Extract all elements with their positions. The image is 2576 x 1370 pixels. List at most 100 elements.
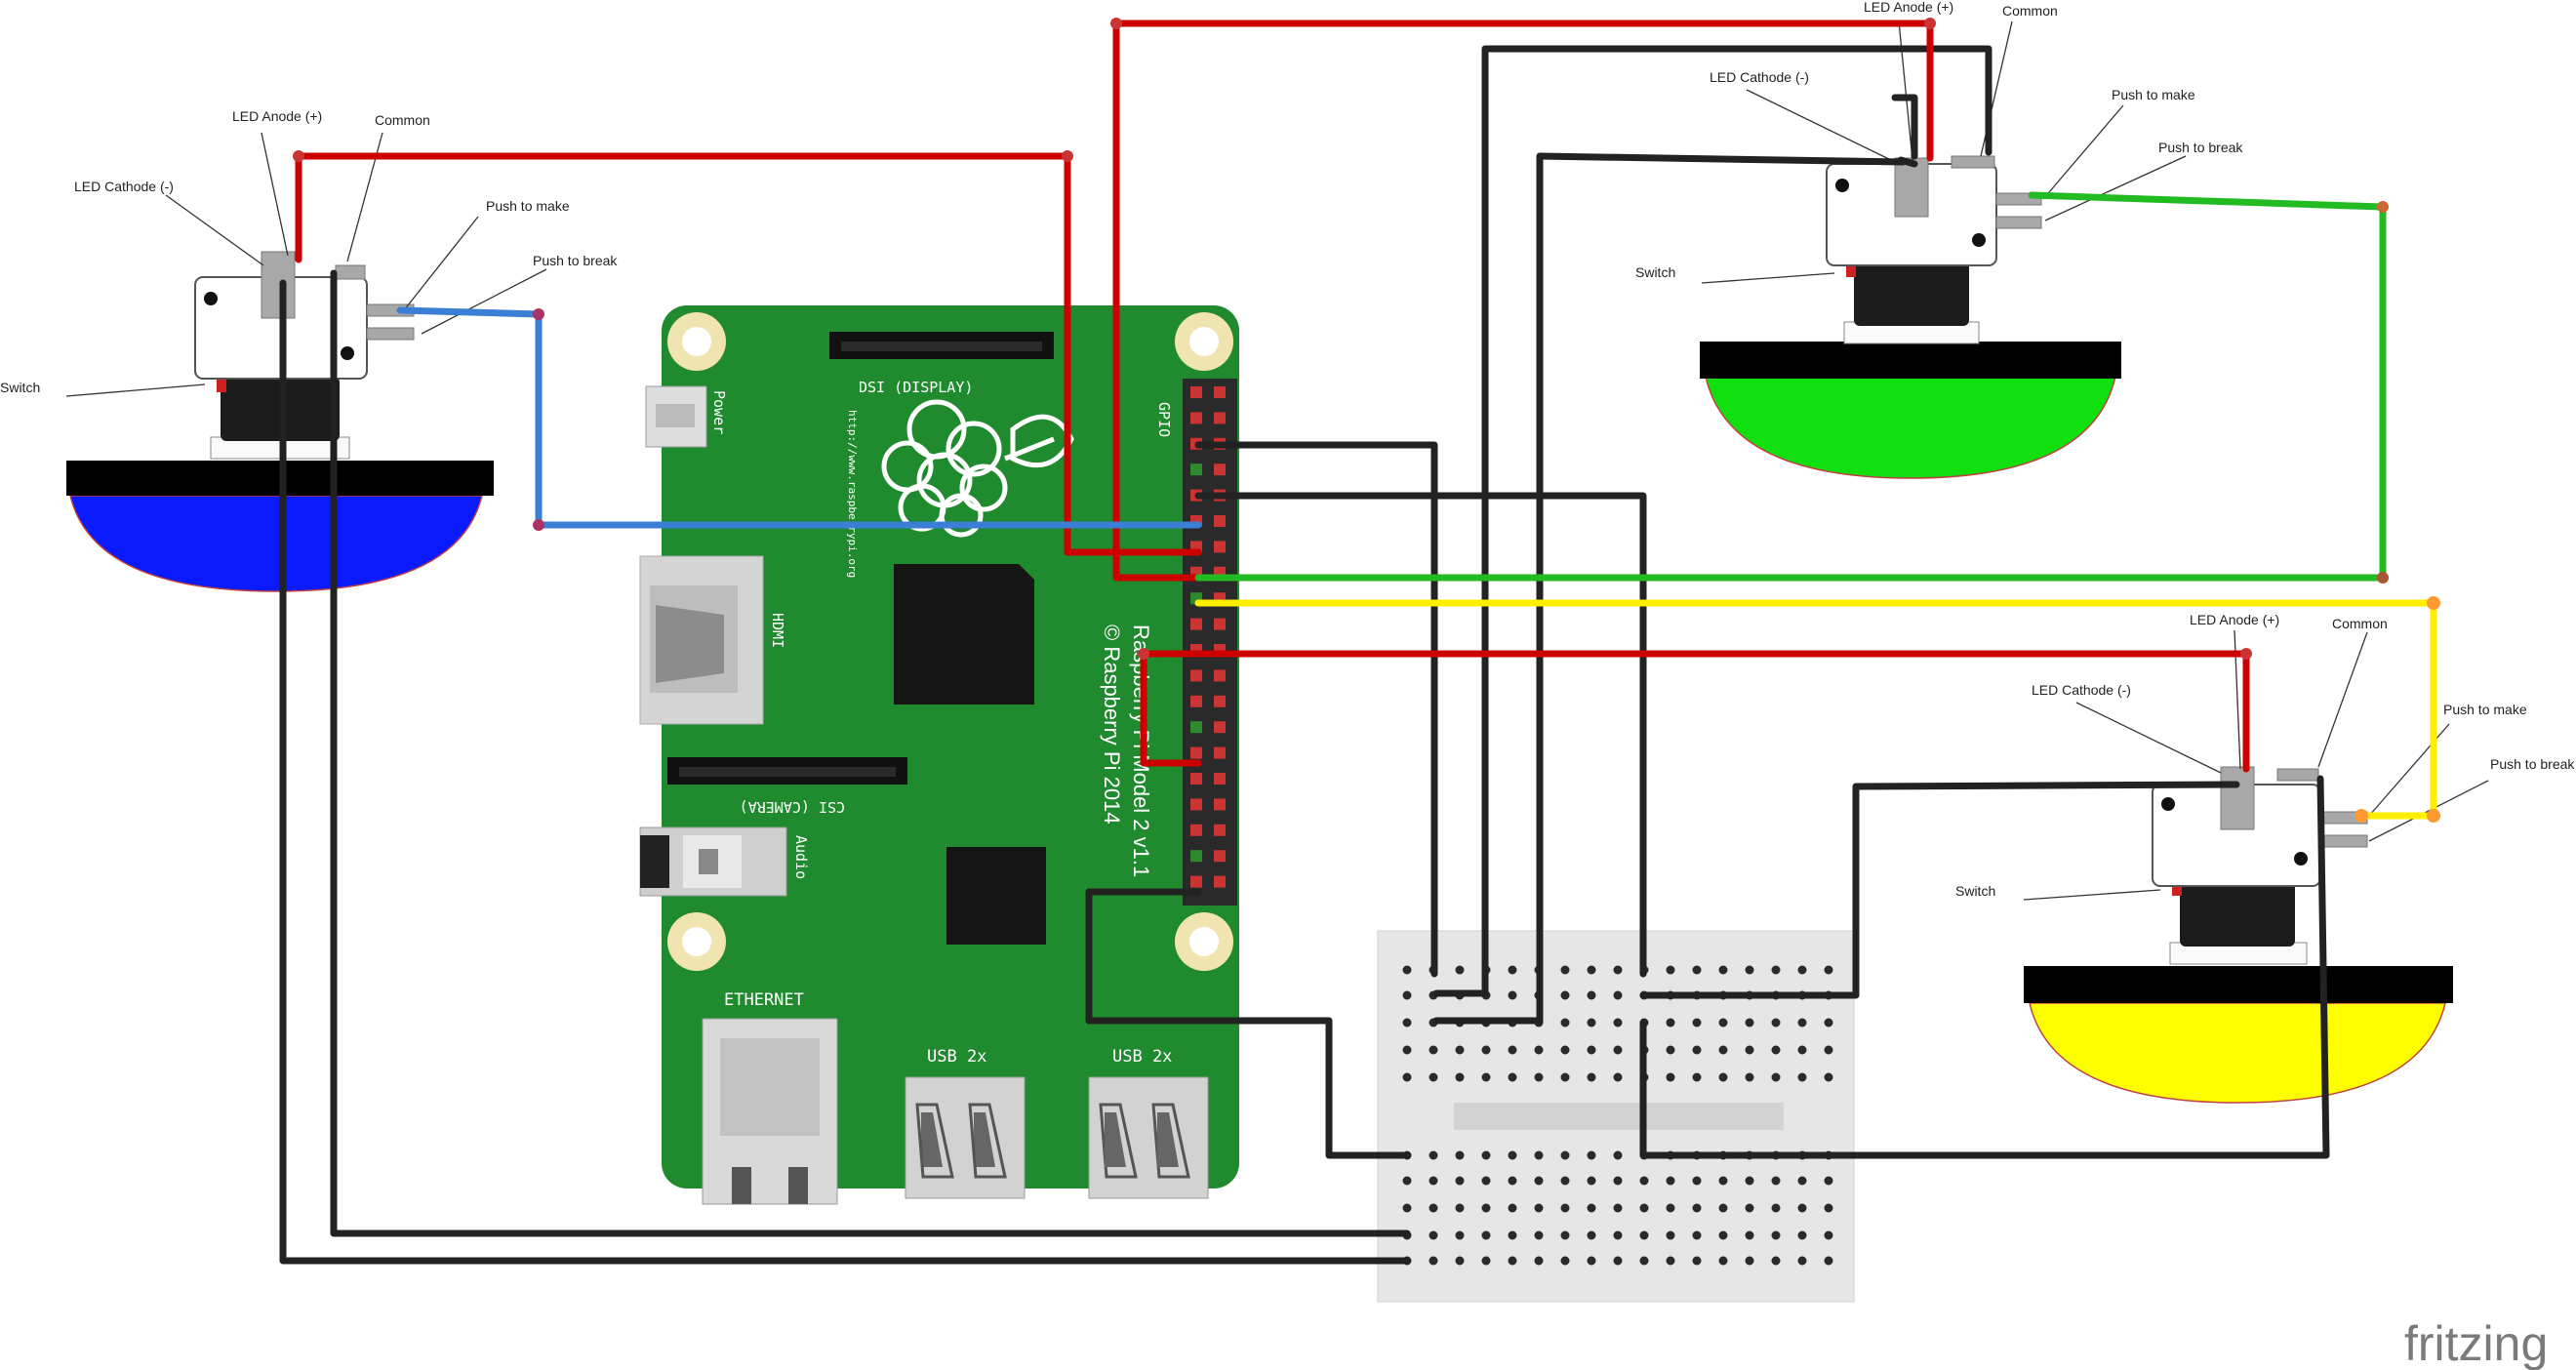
- breadboard-hole: [1613, 1072, 1623, 1082]
- breadboard-hole: [1771, 1230, 1781, 1240]
- breadboard-hole: [1824, 1018, 1833, 1028]
- yellow-switch-label: Switch: [1955, 883, 1995, 899]
- breadboard-hole: [1718, 1045, 1728, 1055]
- gpio-pin: [1190, 386, 1202, 398]
- gpio-pin: [1190, 824, 1202, 836]
- breadboard-hole: [1692, 1045, 1702, 1055]
- gpio-pin: [1214, 386, 1226, 398]
- breadboard-hole: [1429, 1045, 1438, 1055]
- breadboard-hole: [1587, 1256, 1596, 1266]
- breadboard-hole: [1560, 1230, 1570, 1240]
- breadboard-hole: [1560, 1256, 1570, 1266]
- breadboard-hole: [1587, 990, 1596, 1000]
- blue-wire: [396, 306, 1202, 529]
- breadboard-hole: [1587, 1230, 1596, 1240]
- breadboard-hole: [1718, 1072, 1728, 1082]
- breadboard-hole: [1797, 1203, 1807, 1213]
- gpio-pin: [1214, 669, 1226, 682]
- breadboard-hole: [1797, 965, 1807, 975]
- breadboard-hole: [1429, 1203, 1438, 1213]
- breadboard-hole: [1692, 1203, 1702, 1213]
- green-switch-label: Switch: [1635, 264, 1675, 280]
- breadboard-hole: [1560, 990, 1570, 1000]
- audio-label: Audio: [792, 835, 810, 879]
- breadboard-hole: [1429, 1176, 1438, 1186]
- breadboard-hole: [1666, 1176, 1675, 1186]
- breadboard-hole: [1429, 1150, 1438, 1160]
- url-label: http://www.raspberrypi.org: [846, 410, 859, 578]
- breadboard-hole: [1745, 1018, 1754, 1028]
- blue-cathode-label: LED Cathode (-): [74, 179, 174, 194]
- breadboard-hole: [1613, 1256, 1623, 1266]
- breadboard-hole: [1508, 990, 1517, 1000]
- breadboard-hole: [1508, 1176, 1517, 1186]
- breadboard-hole: [1666, 1230, 1675, 1240]
- breadboard-hole: [1824, 1072, 1833, 1082]
- breadboard-hole: [1402, 990, 1412, 1000]
- breadboard-hole: [1718, 1018, 1728, 1028]
- blue-break-label: Push to break: [533, 253, 618, 268]
- breadboard-hole: [1508, 965, 1517, 975]
- breadboard-hole: [1745, 1230, 1754, 1240]
- button-dome-green: [1705, 376, 2116, 479]
- breadboard-hole: [1560, 1150, 1570, 1160]
- breadboard-hole: [1587, 1045, 1596, 1055]
- breadboard-hole: [1824, 965, 1833, 975]
- breadboard-hole: [1508, 1256, 1517, 1266]
- yellow-break-label: Push to break: [2490, 756, 2575, 772]
- breadboard-hole: [1481, 1230, 1491, 1240]
- breadboard-hole: [1508, 1150, 1517, 1160]
- gpio-pins: [1190, 386, 1226, 888]
- black-wires: [279, 45, 2330, 1265]
- green-wire: [1194, 191, 2387, 582]
- button-dome-blue: [69, 495, 483, 592]
- breadboard-hole: [1797, 1230, 1807, 1240]
- green-anode-label: LED Anode (+): [1864, 0, 1953, 15]
- breadboard-hole: [1429, 1256, 1438, 1266]
- yellow-make-label: Push to make: [2443, 702, 2527, 717]
- gpio-pin: [1190, 721, 1202, 734]
- gpio-pin: [1214, 515, 1226, 527]
- breadboard-hole: [1455, 1203, 1465, 1213]
- gpio-pin: [1214, 695, 1226, 707]
- breadboard-hole: [1824, 1176, 1833, 1186]
- breadboard-hole: [1455, 1256, 1465, 1266]
- breadboard-hole: [1560, 1203, 1570, 1213]
- gpio-pin: [1190, 463, 1202, 476]
- breadboard-hole: [1560, 1176, 1570, 1186]
- copyright-label: © Raspberry Pi 2014: [1100, 625, 1124, 825]
- breadboard-hole: [1402, 965, 1412, 975]
- breadboard-hole: [1560, 965, 1570, 975]
- breadboard-hole: [1481, 1176, 1491, 1186]
- breadboard: [1377, 930, 1855, 1303]
- arcade-button-yellow: [2024, 766, 2453, 1104]
- breadboard-hole: [1508, 1230, 1517, 1240]
- breadboard-hole: [1508, 1045, 1517, 1055]
- breadboard-hole: [1455, 1150, 1465, 1160]
- breadboard-hole: [1745, 1072, 1754, 1082]
- breadboard-hole: [1587, 1176, 1596, 1186]
- gpio-pin: [1190, 875, 1202, 888]
- gpio-pin: [1190, 746, 1202, 759]
- breadboard-hole: [1534, 1150, 1544, 1160]
- gpio-pin: [1190, 695, 1202, 707]
- breadboard-hole: [1402, 1176, 1412, 1186]
- power-label: Power: [710, 390, 728, 434]
- gpio-pin: [1214, 746, 1226, 759]
- usb-port-2: [1088, 1076, 1209, 1199]
- breadboard-hole: [1534, 1045, 1544, 1055]
- button-dome-yellow: [2029, 1002, 2446, 1104]
- breadboard-hole: [1402, 1045, 1412, 1055]
- breadboard-hole: [1745, 1256, 1754, 1266]
- gpio-pin: [1214, 541, 1226, 553]
- yellow-anode-label: LED Anode (+): [2190, 612, 2279, 627]
- breadboard-hole: [1429, 1230, 1438, 1240]
- breadboard-hole: [1402, 1072, 1412, 1082]
- breadboard-hole: [1587, 965, 1596, 975]
- breadboard-hole: [1587, 1150, 1596, 1160]
- gpio-pin: [1190, 412, 1202, 424]
- fritzing-brand: fritzing: [2404, 1316, 2548, 1370]
- breadboard-hole: [1481, 1072, 1491, 1082]
- breadboard-hole: [1666, 965, 1675, 975]
- breadboard-hole: [1797, 1072, 1807, 1082]
